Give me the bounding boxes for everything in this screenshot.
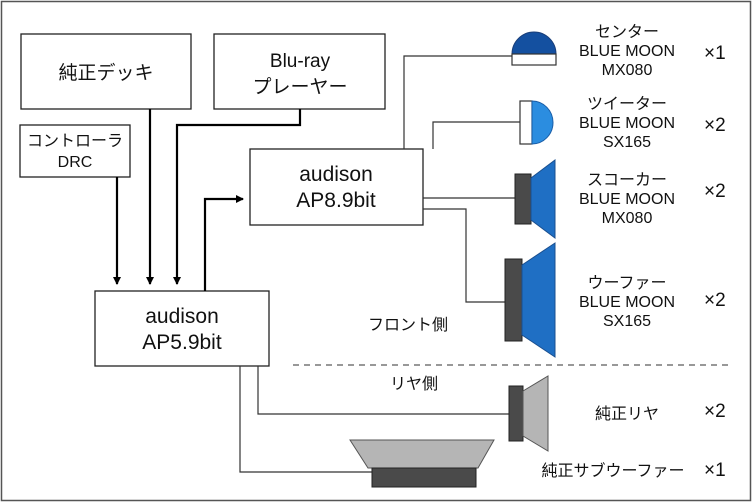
cone-woofer-icon	[504, 242, 556, 358]
ap89-label-line2: AP8.9bit	[296, 189, 376, 212]
deck-label: 純正デッキ	[58, 62, 153, 84]
bluray-label-line1: Blu-ray	[270, 51, 331, 72]
controller-label-line2: DRC	[58, 154, 93, 171]
subwoofer-icon	[349, 439, 495, 488]
speaker-center-qty: ×1	[704, 43, 726, 64]
speaker-woofer-name: ウーファー	[587, 274, 666, 292]
speaker-tweeter-brand: BLUE MOON	[579, 115, 675, 132]
front-section-label: フロント側	[368, 316, 448, 334]
deck-box: 純正デッキ	[20, 33, 192, 110]
ap59-label-line2: AP5.9bit	[142, 331, 222, 354]
speaker-sub-qty: ×1	[704, 460, 726, 481]
speaker-squawker-brand: BLUE MOON	[579, 191, 675, 208]
controller-box: コントローラ DRC	[19, 124, 131, 178]
dome-tweeter-icon	[519, 100, 554, 145]
dome-center-icon	[511, 31, 557, 66]
speaker-squawker-model: MX080	[602, 210, 653, 227]
rear-cone-icon	[508, 375, 549, 452]
speaker-center-model: MX080	[602, 62, 653, 79]
speaker-squawker-label: スコーカー BLUE MOON MX080 ×2	[579, 172, 726, 227]
ap59-box: audison AP5.9bit	[94, 290, 270, 367]
ap89-label-line1: audison	[299, 163, 373, 186]
wire-rear	[257, 366, 509, 415]
wire-center	[403, 55, 512, 149]
ap89-box: audison AP8.9bit	[249, 148, 424, 226]
speaker-woofer-label: ウーファー BLUE MOON SX165 ×2	[579, 274, 726, 330]
wire-woofer	[423, 208, 505, 303]
speaker-rear-name: 純正リヤ	[595, 405, 659, 423]
speaker-sub-label: 純正サブウーファー ×1	[541, 460, 725, 481]
controller-label-line1: コントローラ	[27, 133, 123, 150]
speaker-tweeter-qty: ×2	[704, 115, 726, 136]
ap59-to-ap89-arrow	[203, 195, 244, 291]
speaker-woofer-qty: ×2	[704, 290, 726, 311]
bluray-to-ap59-arrow	[173, 109, 302, 285]
bluray-label-line2: プレーヤー	[252, 76, 347, 98]
speaker-tweeter-model: SX165	[603, 134, 651, 151]
speaker-sub-name: 純正サブウーファー	[541, 461, 684, 480]
speaker-woofer-brand: BLUE MOON	[579, 294, 675, 311]
cone-squawker-icon	[514, 159, 556, 239]
speaker-rear-qty: ×2	[704, 401, 726, 422]
speaker-center-brand: BLUE MOON	[579, 43, 675, 60]
speaker-rear-label: 純正リヤ ×2	[595, 401, 726, 423]
speaker-center-label: センター BLUE MOON MX080 ×1	[579, 23, 726, 79]
speaker-tweeter-label: ツイーター BLUE MOON SX165 ×2	[579, 95, 726, 151]
speaker-squawker-name: スコーカー	[587, 172, 667, 189]
speaker-woofer-model: SX165	[603, 313, 651, 330]
speaker-center-name: センター	[595, 23, 659, 41]
rear-section-label: リヤ側	[390, 375, 438, 393]
wire-tweeter	[432, 121, 520, 149]
speaker-squawker-qty: ×2	[704, 181, 726, 202]
bluray-box: Blu-ray プレーヤー	[213, 33, 386, 110]
wire-sub	[239, 366, 372, 473]
ap59-label-line1: audison	[145, 305, 219, 328]
speaker-tweeter-name: ツイーター	[587, 95, 667, 113]
